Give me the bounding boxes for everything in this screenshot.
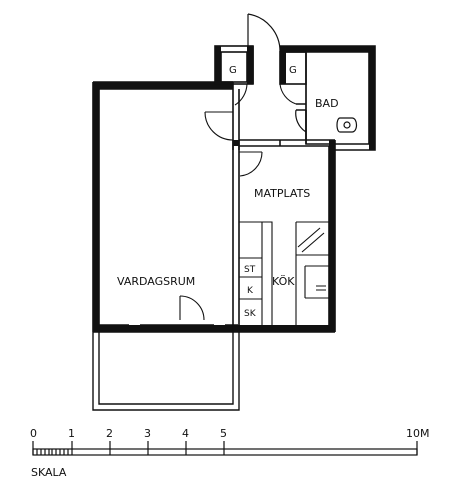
living-room-walls [92,81,335,333]
scale-tick-2: 2 [106,427,113,440]
balcony [92,332,240,411]
scale-label: SKALA [31,466,67,479]
kitchen-unit-k: K [247,286,254,296]
scale-tick-10m: 10M [406,427,430,440]
kitchen-unit-sk: SK [244,309,257,319]
bathroom [295,84,358,140]
kitchen-door [239,151,263,177]
kitchen-counters [239,221,329,325]
entrance-door [247,13,281,53]
dining-label: MATPLATS [254,187,310,200]
hall-wall-fills [215,46,375,150]
scale-tick-0: 0 [30,427,37,440]
kitchen-label: KÖK [272,275,295,288]
closet-2-label: G [289,65,297,76]
closet-doors [221,83,306,106]
scale-tick-4: 4 [182,427,189,440]
scale-bar [32,441,418,456]
scale-tick-1: 1 [68,427,75,440]
wall-fills [93,82,335,332]
closet-1-label: G [229,65,237,76]
bathroom-label: BAD [315,97,339,110]
living-room-hall-door [204,111,234,141]
balcony-door [179,295,205,321]
kitchen-wall-fills [233,140,335,332]
scale-tick-5: 5 [220,427,227,440]
kitchen-unit-st: ST [244,265,256,275]
scale-tick-3: 3 [144,427,151,440]
living-room-label: VARDAGSRUM [117,275,195,288]
